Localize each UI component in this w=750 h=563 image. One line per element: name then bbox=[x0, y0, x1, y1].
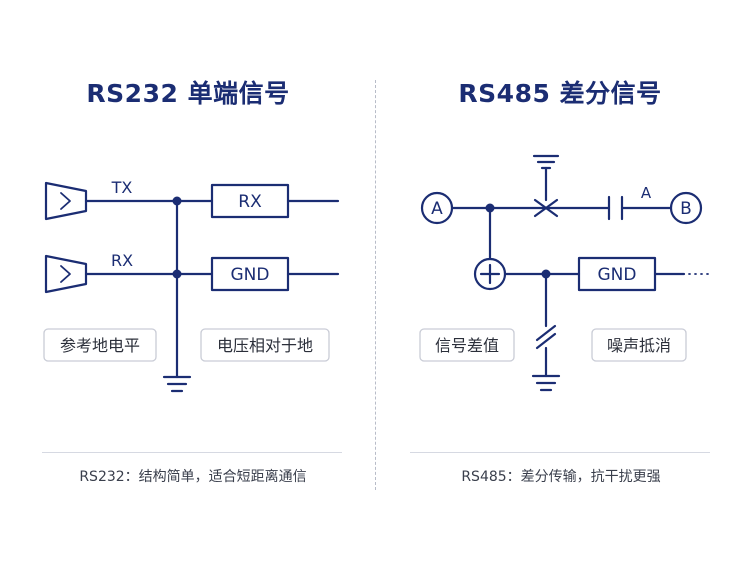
junction-dot bbox=[485, 203, 495, 213]
rs232-caption: RS232：结构简单，适合短距离通信 bbox=[79, 469, 307, 485]
rx-box-label: RX bbox=[238, 192, 262, 212]
right-caption-divider bbox=[410, 452, 710, 453]
capacitor-icon bbox=[607, 195, 624, 221]
rs232-circuit bbox=[44, 181, 340, 393]
noise-label-box bbox=[591, 328, 687, 362]
gnd-box-label: GND bbox=[231, 265, 270, 285]
junction-dot bbox=[172, 269, 182, 279]
tx-label: TX bbox=[111, 178, 133, 197]
junction-dot bbox=[172, 196, 182, 206]
diff-label-box bbox=[419, 328, 515, 362]
rs485-caption: RS485：差分传输，抗干扰更强 bbox=[461, 469, 661, 485]
rx-box bbox=[210, 183, 290, 219]
node-a-label: A bbox=[431, 199, 443, 219]
rx-label: RX bbox=[111, 251, 133, 270]
rs485-circuit bbox=[420, 154, 709, 392]
relative-label-box bbox=[200, 328, 330, 362]
left-caption-divider bbox=[42, 452, 342, 453]
gnd-box bbox=[210, 256, 290, 292]
rs485-title: RS485 差分信号 bbox=[458, 79, 662, 108]
junction-dot bbox=[541, 269, 551, 279]
driver-triangle-icon bbox=[44, 181, 88, 221]
ground-icon bbox=[531, 374, 561, 392]
ground-icon bbox=[162, 375, 192, 393]
plus-circle-icon bbox=[473, 257, 507, 291]
ground-icon bbox=[532, 154, 560, 170]
gnd-box-label-rs485: GND bbox=[598, 265, 637, 285]
diff-label: 信号差值 bbox=[435, 336, 499, 355]
noise-label: 噪声抵消 bbox=[607, 336, 671, 355]
node-b-label: B bbox=[680, 199, 692, 219]
center-divider bbox=[375, 80, 376, 490]
reference-label: 参考地电平 bbox=[60, 336, 140, 355]
crossing-icon bbox=[533, 198, 559, 218]
rs232-title: RS232 单端信号 bbox=[86, 79, 290, 108]
driver-triangle-icon bbox=[44, 254, 88, 294]
reference-label-box bbox=[43, 328, 157, 362]
switch-icon bbox=[535, 324, 557, 350]
relative-label: 电压相对于地 bbox=[217, 336, 313, 355]
line-a-label: A bbox=[641, 184, 652, 202]
